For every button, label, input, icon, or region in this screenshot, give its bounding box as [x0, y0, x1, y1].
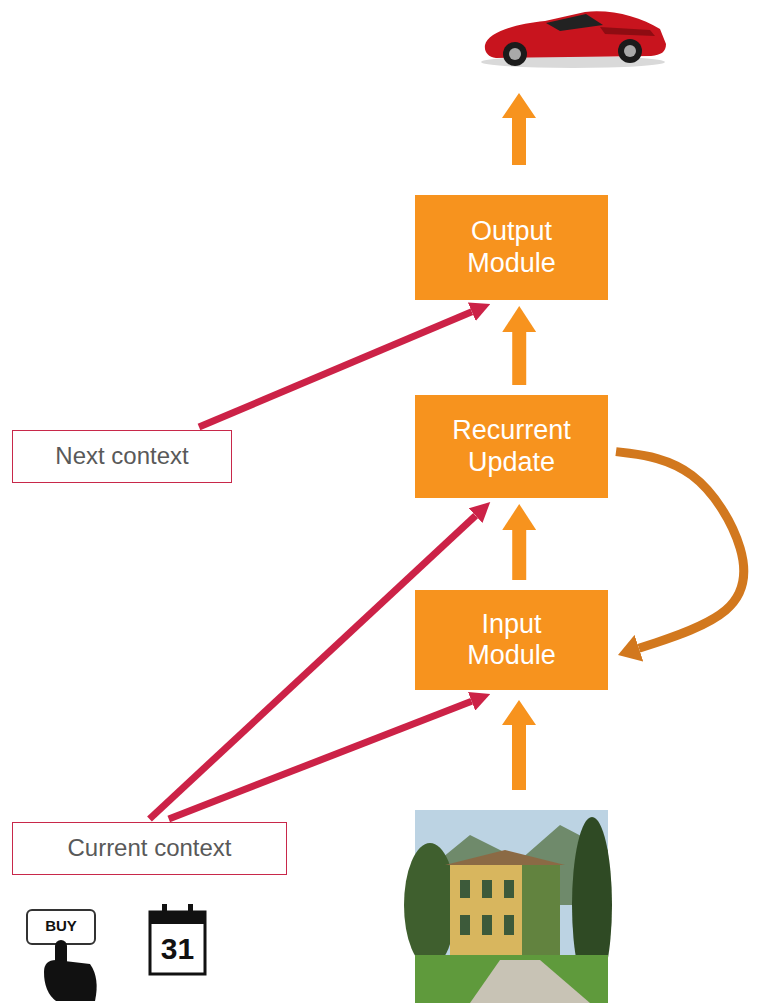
- node-text: Next context: [55, 442, 188, 471]
- villa-photo: [450, 865, 560, 960]
- context-box: Next context: [12, 430, 232, 483]
- node-text: Output Module: [437, 216, 587, 278]
- process-box: Output Module: [415, 195, 608, 300]
- recurrent-loop-arrow: [616, 452, 744, 649]
- buy-icon: [27, 910, 95, 944]
- calendar-icon: [150, 904, 205, 974]
- process-box: Input Module: [415, 590, 608, 690]
- villa-photo: [460, 880, 470, 898]
- sports-car-picture: [481, 11, 666, 68]
- node-text: Input Module: [437, 609, 587, 671]
- calendar-icon: [188, 904, 193, 917]
- calendar-day: 31: [150, 926, 205, 972]
- sports-car-picture: [618, 39, 642, 63]
- villa-photo: [470, 960, 590, 1003]
- context-arrow: [169, 701, 472, 819]
- villa-photo: [482, 915, 492, 935]
- sports-car-picture: [546, 14, 603, 31]
- buy-icon: [44, 960, 97, 1001]
- flow-arrow: [512, 332, 526, 385]
- villa-photo: [445, 850, 565, 865]
- node-text: Current context: [67, 834, 231, 863]
- sports-car-picture: [624, 45, 636, 57]
- flow-arrow: [512, 530, 526, 580]
- context-box: Current context: [12, 822, 287, 875]
- villa-photo: [460, 915, 470, 935]
- button-text: BUY: [27, 910, 95, 940]
- villa-photo: [504, 880, 514, 898]
- villa-photo: [404, 810, 612, 1003]
- villa-photo: [522, 865, 560, 960]
- villa-photo: [415, 955, 608, 1003]
- villa-photo: [482, 880, 492, 898]
- calendar-icon: [150, 912, 205, 974]
- sports-car-picture: [503, 42, 527, 66]
- sports-car-picture: [509, 48, 521, 60]
- buy-icon: [27, 910, 97, 1001]
- sports-car-picture: [600, 27, 655, 36]
- calendar-icon: [162, 904, 167, 917]
- calendar-icon: [150, 912, 205, 924]
- villa-photo: [504, 915, 514, 935]
- flow-arrow: [502, 93, 536, 165]
- flow-arrow: [502, 700, 536, 790]
- villa-photo: [404, 843, 456, 967]
- process-box: Recurrent Update: [415, 395, 608, 498]
- node-text: Recurrent Update: [437, 415, 587, 477]
